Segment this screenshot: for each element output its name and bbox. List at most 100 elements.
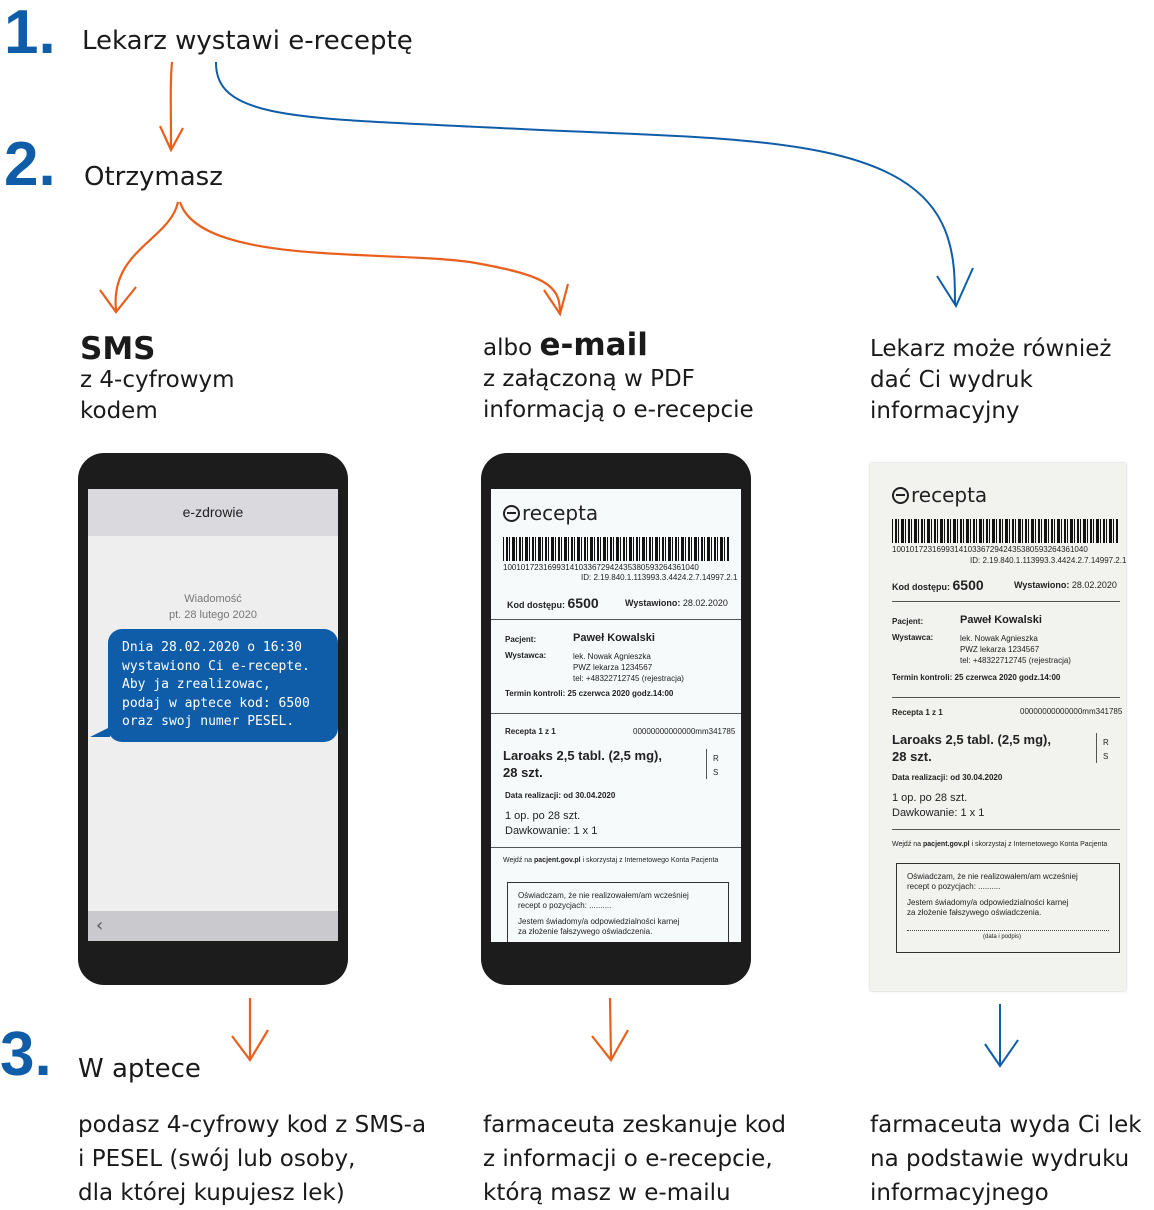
step2-title: Otrzymasz — [84, 162, 223, 192]
divider — [491, 847, 741, 848]
recepta-logo: recepta — [503, 501, 598, 525]
recepta-id: ID: 2.19.840.1.113993.3.4424.2.7.14997.2… — [581, 573, 738, 582]
wystawiono: Wystawiono: 28.02.2020 — [625, 598, 728, 608]
data-realizacji: Data realizacji: od 30.04.2020 — [892, 773, 1003, 782]
wystawiono: Wystawiono: 28.02.2020 — [1014, 580, 1117, 590]
arrow-step2-to-email-head — [543, 283, 570, 317]
recepta-logo-icon — [892, 487, 909, 504]
email-title: e-mail — [539, 327, 648, 363]
footer-note: Wejdź na pacjent.gov.pl i skorzystaj z I… — [892, 841, 1108, 848]
recepta-code: 00000000000000mm341785 — [633, 727, 736, 736]
step1-number: 1. — [4, 0, 56, 67]
barcode — [892, 519, 1118, 543]
kod-dostepu: Kod dostępu: 6500 — [507, 595, 599, 611]
sms-header: e-zdrowie — [88, 489, 338, 536]
arrow-email-down-head — [591, 1029, 629, 1062]
sms-msg-line: wystawiono Ci e-recepte. — [122, 658, 310, 674]
recepta-logo: recepta — [892, 483, 987, 507]
recepta-logo-icon — [503, 505, 520, 522]
arrow-step2-to-sms — [114, 201, 180, 311]
print-line1: Lekarz może również — [870, 336, 1112, 362]
step1-title: Lekarz wystawi e-receptę — [82, 26, 413, 56]
drug-name: Laroaks 2,5 tabl. (2,5 mg),28 szt. — [892, 732, 1051, 764]
oswiadczenie-box: Oświadczam, że nie realizowałem/am wcześ… — [896, 863, 1120, 953]
dosage: 1 op. po 28 szt.Dawkowanie: 1 x 1 — [505, 810, 598, 837]
arrow-step2-to-sms-head — [99, 286, 137, 314]
sms-msg-line: Dnia 28.02.2020 o 16:30 — [122, 640, 303, 655]
pacjent-label: Pacjent: — [505, 635, 537, 644]
footer-note: Wejdź na pacjent.gov.pl i skorzystaj z I… — [503, 857, 719, 864]
sms-phone: e-zdrowie Wiadomość pt. 28 lutego 2020 D… — [78, 453, 348, 985]
recepta-label: Recepta 1 z 1 — [505, 727, 556, 736]
sms-bubble: Dnia 28.02.2020 o 16:30 wystawiono Ci e-… — [108, 629, 338, 742]
arrow-print-down-head — [984, 1039, 1019, 1068]
arrow-step1-to-step2 — [169, 61, 174, 151]
arrow-step1-to-print-head — [936, 267, 974, 309]
sms-line1: z 4-cyfrowym — [80, 367, 235, 393]
sms-msg-line: Aby ja zrealizowac, — [122, 677, 271, 692]
sms-bubble-tail — [90, 727, 110, 737]
divider — [892, 697, 1120, 698]
sms-heading: SMS z 4-cyfrowym kodem — [80, 334, 235, 427]
print-line3: informacyjny — [870, 398, 1020, 424]
print-line2: dać Ci wydruk — [870, 367, 1033, 393]
print-heading: Lekarz może również dać Ci wydruk inform… — [870, 334, 1111, 427]
divider — [892, 829, 1120, 830]
rs-divider — [706, 749, 707, 779]
step3-number: 3. — [0, 1020, 52, 1089]
pacjent-value: Paweł Kowalski — [573, 632, 655, 644]
dosage: 1 op. po 28 szt.Dawkowanie: 1 x 1 — [892, 792, 985, 819]
arrow-sms-down-head — [231, 1029, 269, 1062]
recepta-code: 00000000000000mm341785 — [1020, 707, 1123, 716]
oswiadczenie-box: Oświadczam, że nie realizowałem/am wcześ… — [507, 882, 729, 942]
wystawca-label: Wystawca: — [505, 651, 547, 660]
printed-recepta-doc: recepta 10010172316993141033672942435380… — [870, 463, 1126, 991]
drug-name: Laroaks 2,5 tabl. (2,5 mg),28 szt. — [503, 748, 662, 780]
sms-msg-line: podaj w aptece kod: 6500 — [122, 695, 310, 711]
sms-meta: Wiadomość pt. 28 lutego 2020 — [88, 591, 338, 623]
sms-line2: kodem — [80, 398, 158, 424]
termin-kontroli: Termin kontroli: 25 czerwca 2020 godz.14… — [505, 689, 674, 698]
arrow-step1-to-step2-head — [159, 125, 184, 153]
sms-bottom-bar: ‹ — [88, 911, 338, 941]
barcode-number: 1001017231699314103367294243538059326436… — [503, 563, 699, 572]
arrow-step1-to-print — [214, 61, 956, 306]
email-recepta-doc: recepta 10010172316993141033672942435380… — [491, 489, 741, 942]
recepta-label: Recepta 1 z 1 — [892, 708, 943, 717]
termin-kontroli: Termin kontroli: 25 czerwca 2020 godz.14… — [892, 673, 1061, 682]
arrow-step2-to-email — [178, 201, 562, 313]
divider — [491, 713, 741, 714]
sms-meta-line2: pt. 28 lutego 2020 — [168, 609, 258, 621]
sms-title: SMS — [80, 331, 156, 367]
sms-screen: e-zdrowie Wiadomość pt. 28 lutego 2020 D… — [88, 489, 338, 941]
data-realizacji: Data realizacji: od 30.04.2020 — [505, 791, 616, 800]
barcode — [503, 537, 729, 561]
sms-meta-line1: Wiadomość — [184, 593, 242, 605]
chevron-left-icon[interactable]: ‹ — [96, 915, 104, 936]
sms-msg-line: oraz swoj numer PESEL. — [122, 714, 295, 729]
signature-line — [907, 930, 1109, 931]
email-line2: informacją o e-recepcie — [483, 397, 754, 423]
email-prefix: albo — [483, 335, 533, 361]
step2-number: 2. — [4, 130, 56, 199]
barcode-number: 1001017231699314103367294243538059326436… — [892, 545, 1088, 554]
arrow-email-down — [608, 997, 613, 1059]
wystawca-label: Wystawca: — [892, 633, 934, 642]
pacjent-value: Paweł Kowalski — [960, 614, 1042, 626]
divider — [892, 601, 1120, 602]
pacjent-label: Pacjent: — [892, 617, 924, 626]
email-heading: albo e-mail z załączoną w PDF informacją… — [483, 330, 754, 426]
email-line1: z załączoną w PDF — [483, 366, 695, 392]
rs-divider — [1096, 733, 1097, 763]
signature-caption: (data i podpis) — [983, 934, 1022, 940]
kod-dostepu: Kod dostępu: 6500 — [892, 577, 984, 593]
recepta-id: ID: 2.19.840.1.113993.3.4424.2.7.14997.2… — [970, 556, 1126, 565]
